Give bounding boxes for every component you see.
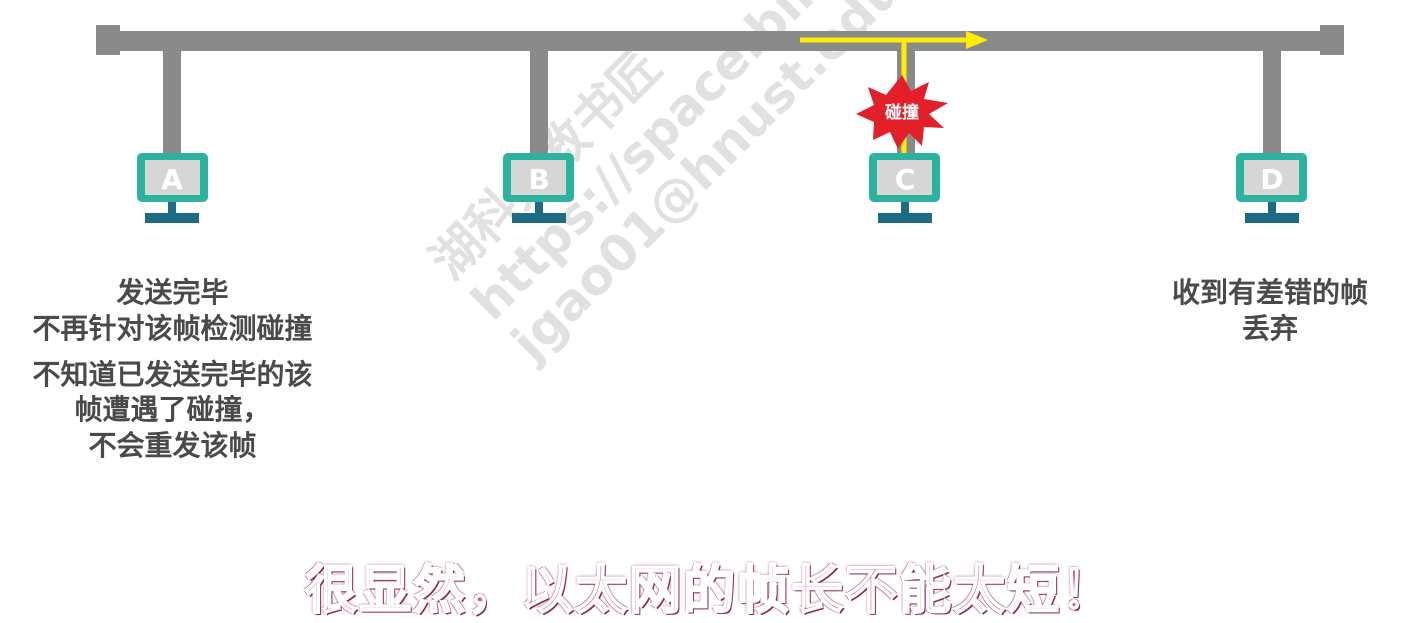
note-station-a: 发送完毕 不再针对该帧检测碰撞 不知道已发送完毕的该 帧遭遇了碰撞， 不会重发该…	[0, 275, 345, 464]
station-a-label: A	[161, 163, 183, 196]
bus-terminator-left	[96, 25, 120, 55]
note-a-line-4: 帧遭遇了碰撞，	[74, 393, 271, 427]
drop-cable-a	[163, 45, 181, 155]
note-station-d: 收到有差错的帧 丢弃	[1140, 275, 1400, 347]
station-a: A	[137, 153, 208, 223]
collision-burst-icon	[856, 75, 948, 149]
station-c-label: C	[895, 163, 916, 196]
station-b: B	[503, 153, 574, 223]
station-d-label: D	[1260, 163, 1283, 196]
collision-label: 碰撞	[885, 102, 919, 123]
drop-cable-d	[1263, 45, 1281, 155]
note-a-line-2: 不再针对该帧检测碰撞	[32, 311, 313, 345]
note-a-line-3: 不知道已发送完毕的该	[32, 357, 313, 391]
bus-terminator-right	[1320, 25, 1344, 55]
note-d-line-1: 收到有差错的帧	[1171, 276, 1368, 309]
bus-line	[96, 31, 1344, 51]
note-d-line-2: 丢弃	[1241, 311, 1298, 345]
station-b-label: B	[528, 163, 549, 196]
drop-cable-b	[530, 45, 548, 155]
station-c: C	[869, 153, 940, 223]
headline-caption: 很显然，以太网的帧长不能太短！	[304, 560, 1115, 622]
note-a-line-5: 不会重发该帧	[88, 429, 257, 463]
station-d: D	[1236, 153, 1307, 223]
note-a-line-1: 发送完毕	[116, 276, 229, 309]
